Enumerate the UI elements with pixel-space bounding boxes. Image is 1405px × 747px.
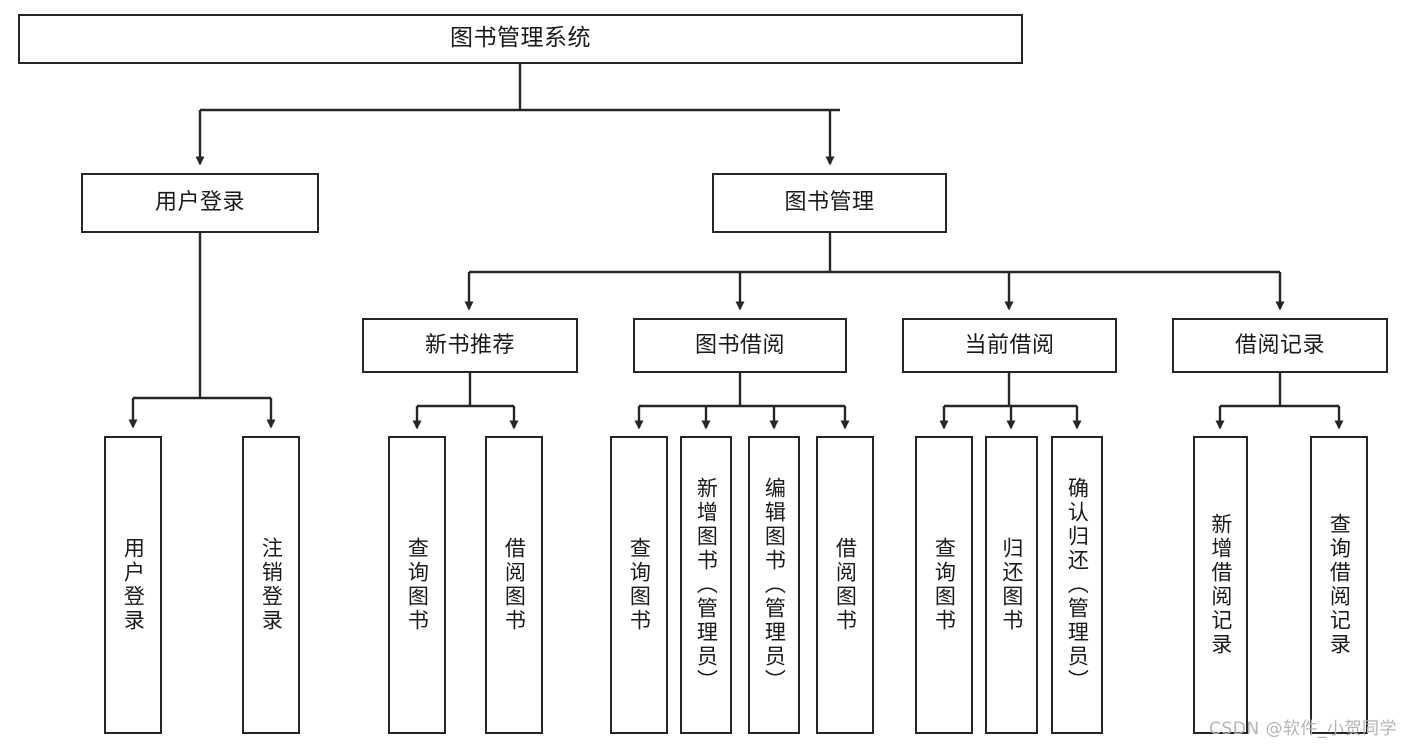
node-leaf-user-login[interactable]: 用户登录 — [104, 436, 162, 734]
node-label: 查询图书 — [627, 537, 652, 633]
node-book-management[interactable]: 图书管理 — [712, 173, 947, 233]
node-current-borrow[interactable]: 当前借阅 — [902, 318, 1117, 373]
node-book-borrow[interactable]: 图书借阅 — [633, 318, 847, 373]
csdn-watermark: CSDN @软件_小贺同学 — [1209, 719, 1397, 739]
node-borrow-record[interactable]: 借阅记录 — [1172, 318, 1388, 373]
node-leaf-edit-book[interactable]: 编辑图书（管理员） — [748, 436, 800, 734]
node-label: 查询图书 — [932, 537, 957, 633]
node-label: 查询借阅记录 — [1327, 513, 1352, 657]
node-label: 新增借阅记录 — [1208, 513, 1233, 657]
node-label: 确认归还（管理员） — [1065, 477, 1090, 693]
node-label: 用户登录 — [121, 537, 146, 633]
node-label: 归还图书 — [999, 537, 1024, 633]
node-label: 借阅图书 — [833, 537, 858, 633]
node-label: 借阅记录 — [1234, 332, 1325, 358]
node-leaf-borrow-books-borrow[interactable]: 借阅图书 — [816, 436, 874, 734]
node-label: 新书推荐 — [424, 332, 515, 358]
node-label: 注销登录 — [259, 537, 284, 633]
node-label: 图书管理系统 — [450, 25, 591, 52]
node-leaf-return-books[interactable]: 归还图书 — [985, 436, 1038, 734]
node-leaf-query-books-borrow[interactable]: 查询图书 — [610, 436, 668, 734]
node-label: 图书借阅 — [694, 332, 785, 358]
node-leaf-add-borrow-record[interactable]: 新增借阅记录 — [1193, 436, 1248, 734]
node-label: 编辑图书（管理员） — [762, 477, 787, 693]
node-leaf-borrow-books-recommend[interactable]: 借阅图书 — [485, 436, 543, 734]
node-new-book-recommend[interactable]: 新书推荐 — [362, 318, 578, 373]
node-leaf-query-books-recommend[interactable]: 查询图书 — [388, 436, 446, 734]
node-leaf-confirm-return[interactable]: 确认归还（管理员） — [1051, 436, 1103, 734]
node-leaf-add-book[interactable]: 新增图书（管理员） — [680, 436, 732, 734]
node-label: 图书管理 — [784, 190, 875, 216]
node-user-login[interactable]: 用户登录 — [81, 173, 319, 233]
node-label: 当前借阅 — [964, 332, 1055, 358]
node-leaf-query-borrow-record[interactable]: 查询借阅记录 — [1310, 436, 1368, 734]
node-leaf-query-books-current[interactable]: 查询图书 — [915, 436, 973, 734]
node-leaf-logout-login[interactable]: 注销登录 — [242, 436, 300, 734]
node-root-system[interactable]: 图书管理系统 — [18, 14, 1023, 64]
node-label: 借阅图书 — [502, 537, 527, 633]
node-label: 查询图书 — [405, 537, 430, 633]
node-label: 用户登录 — [154, 190, 245, 216]
node-label: 新增图书（管理员） — [694, 477, 719, 693]
